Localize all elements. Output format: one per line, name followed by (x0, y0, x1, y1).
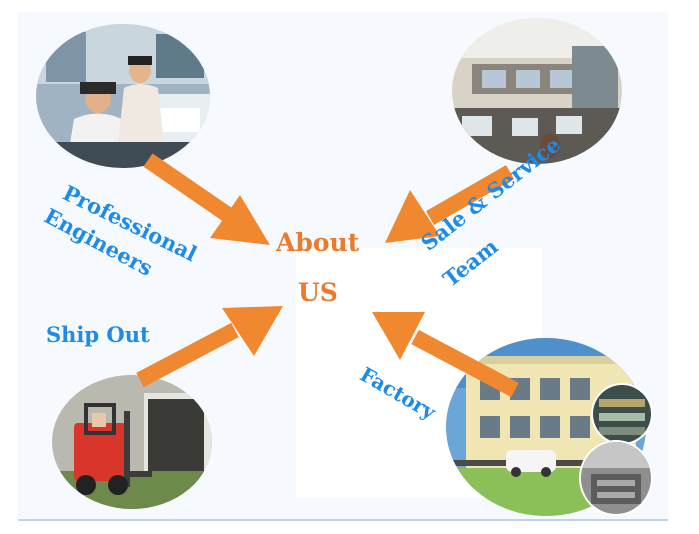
bottom-divider (18, 519, 668, 521)
workshop-detail-photo (579, 440, 653, 516)
product-detail-photo (591, 383, 653, 445)
center-title-us: US (298, 278, 338, 307)
ship-out-forklift-photo (52, 375, 212, 509)
engineers-photo (36, 24, 210, 168)
center-title-about: About (276, 228, 360, 257)
label-ship-out: Ship Out (46, 322, 150, 347)
